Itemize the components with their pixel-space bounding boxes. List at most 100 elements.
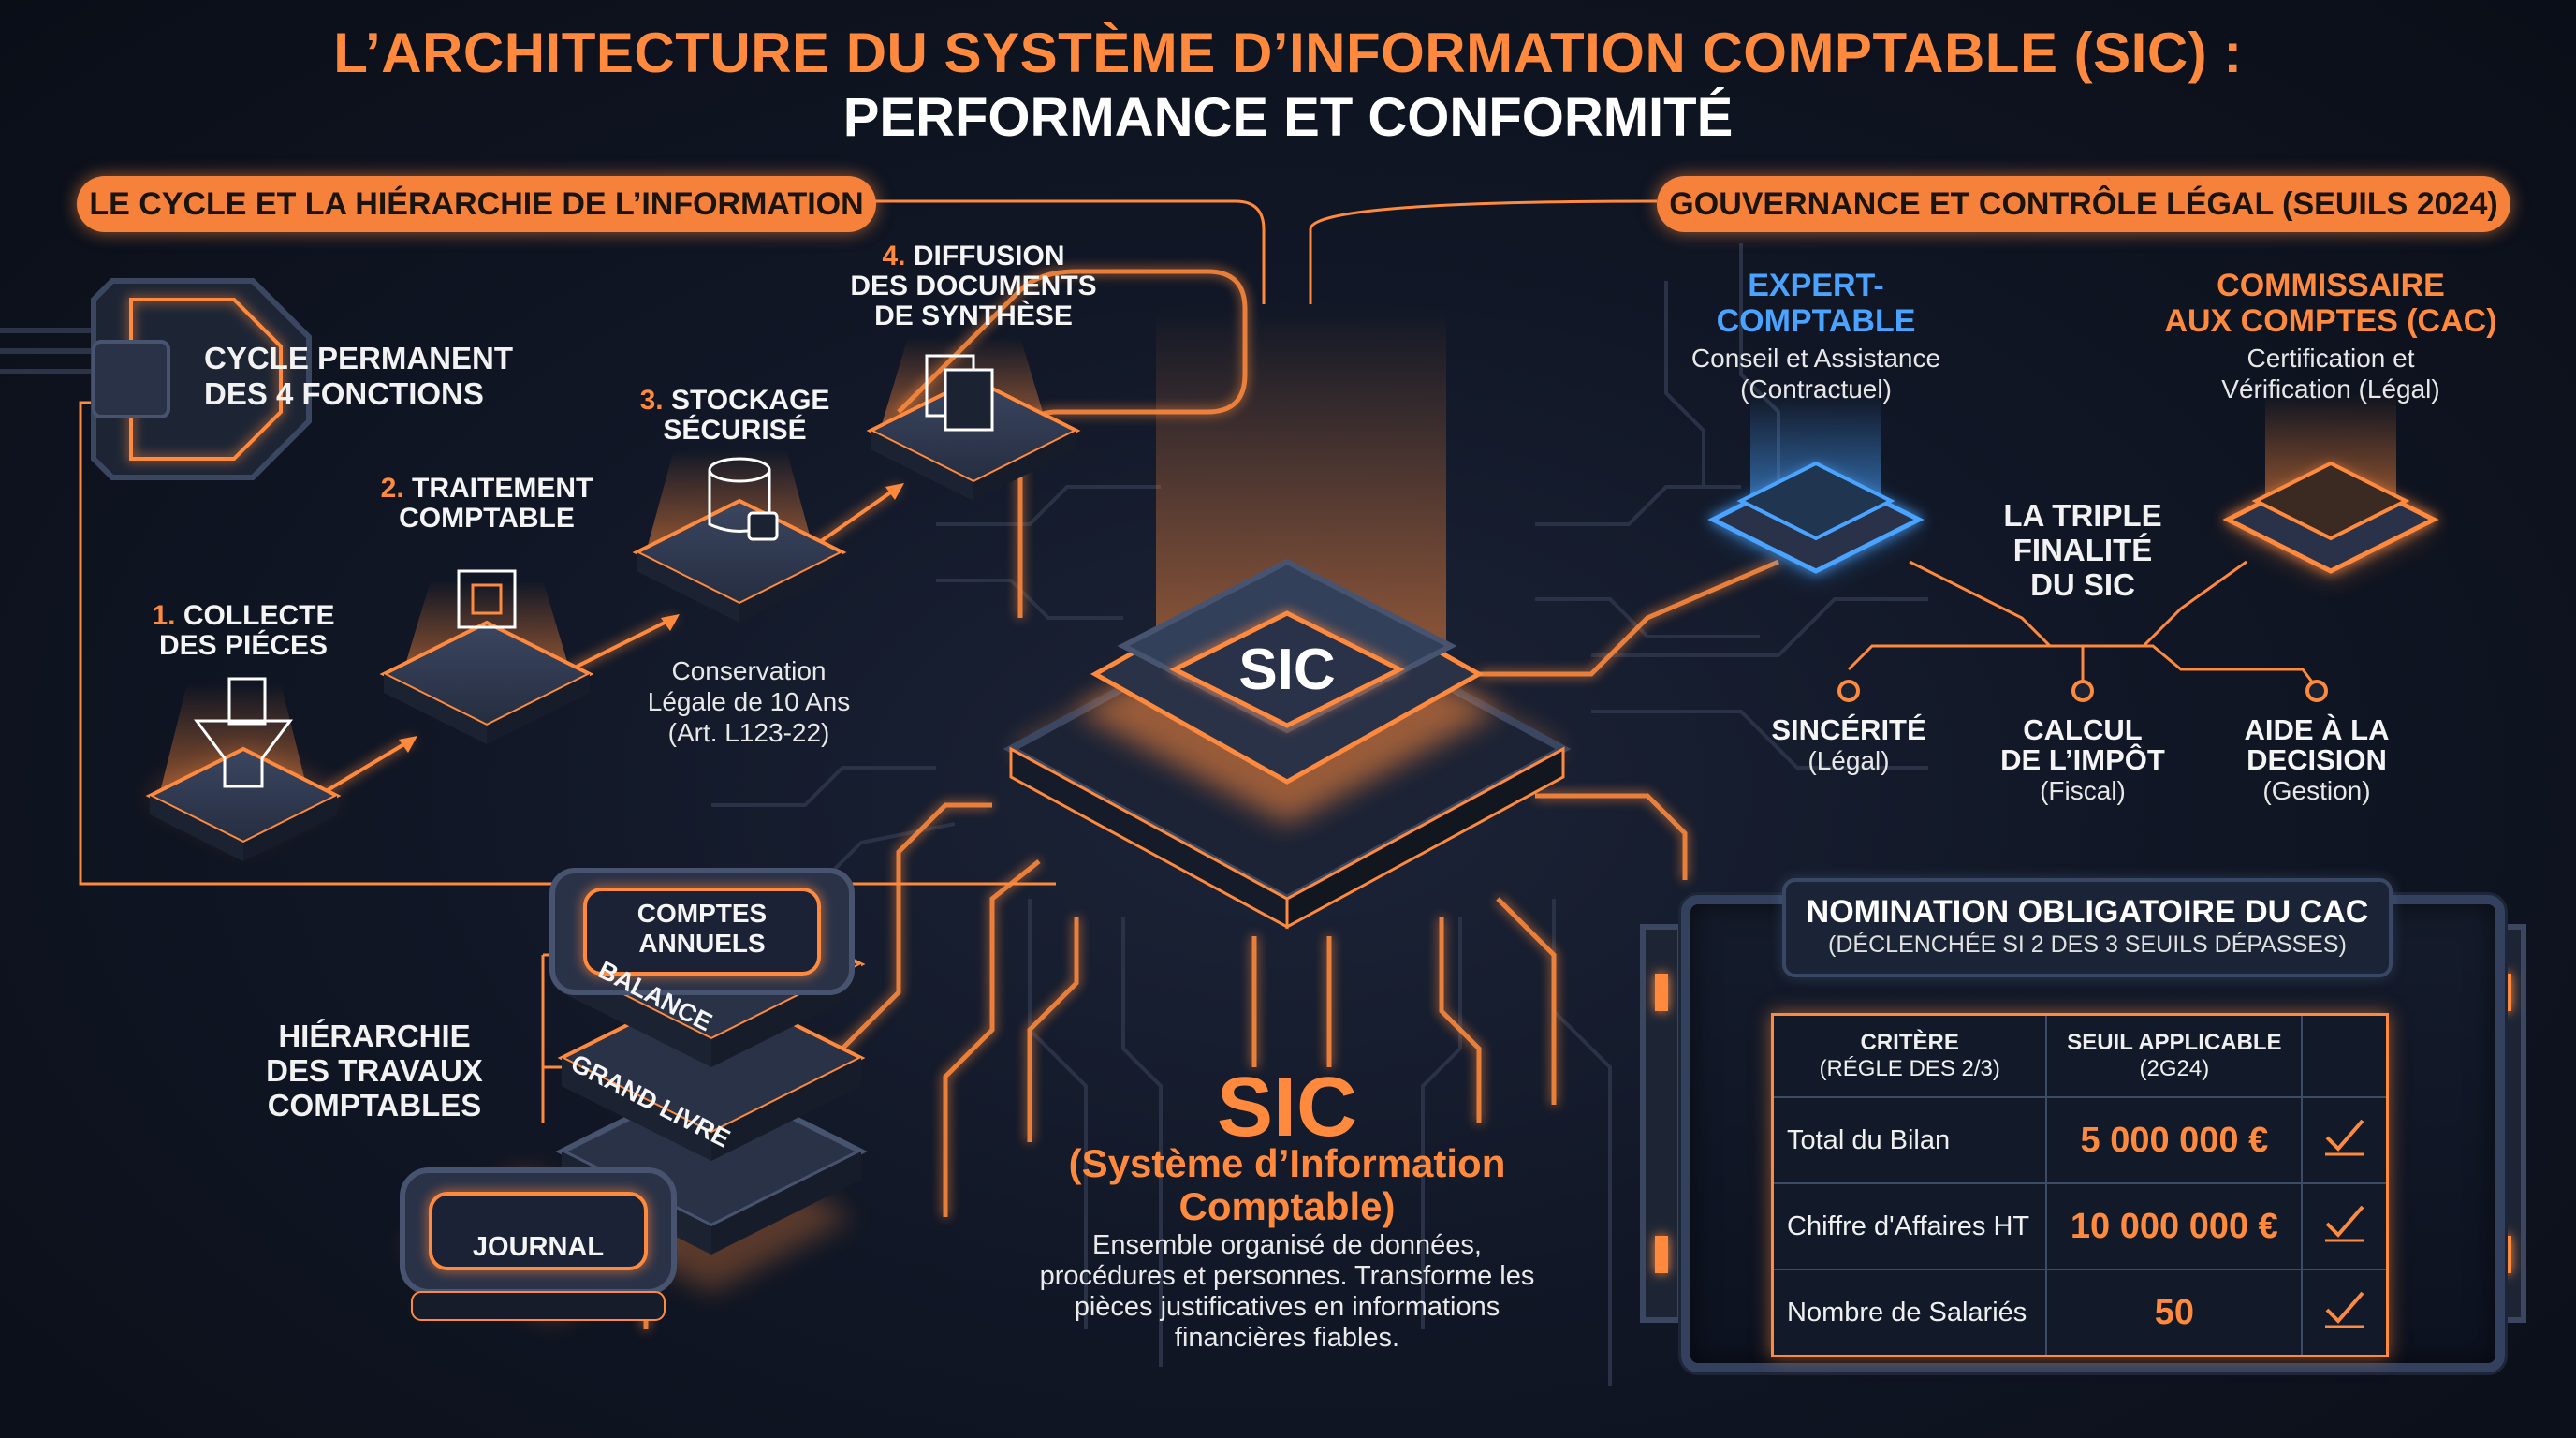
- cac-title: COMMISSAIRE AUX COMPTES (CAC): [2153, 268, 2509, 339]
- check-icon: [2301, 1182, 2389, 1270]
- cycle-label-line2: DES 4 FONCTIONS: [204, 376, 484, 411]
- finality-1-sub: (Légal): [1808, 746, 1890, 775]
- nomination-header: NOMINATION OBLIGATOIRE DU CAC (DÉCLENCHÉ…: [1782, 878, 2393, 977]
- chip-stockage-graphic: [632, 449, 847, 623]
- finality-aide-decision: AIDE À LA DECISION (Gestion): [2209, 715, 2424, 806]
- table-row: Chiffre d'Affaires HT 10 000 000 €: [1771, 1182, 2389, 1270]
- triple-line2: FINALITÉ: [2012, 533, 2153, 567]
- finality-sincerite: SINCÉRITÉ (Légal): [1741, 715, 1956, 776]
- expert-title-line2: COMPTABLE: [1716, 303, 1916, 339]
- chip-collecte-graphic: [145, 677, 342, 861]
- finality-3-sub: (Gestion): [2262, 776, 2371, 805]
- orange-traces: [643, 269, 1779, 1329]
- layer-comptes-annuels-line1: COMPTES: [637, 899, 768, 928]
- cycle-connector-graphic: [0, 278, 312, 480]
- step-traitement-label: 2. TRAITEMENT COMPTABLE: [365, 474, 608, 534]
- row-2-threshold: 10 000 000 €: [2045, 1182, 2304, 1270]
- step-3-number: 3.: [639, 385, 664, 416]
- step-3-line2: SÉCURISÉ: [663, 415, 807, 446]
- table-row: Nombre de Salariés 50: [1771, 1269, 2389, 1357]
- header-critere-line2: (RÉGLE DES 2/3): [1819, 1056, 2000, 1081]
- step-2-number: 2.: [380, 473, 404, 504]
- storage-note-line2: Légale de 10 Ans: [647, 687, 851, 716]
- hierarchy-label-line2: DES TRAVAUX: [266, 1053, 483, 1088]
- header-seuil: SEUIL APPLICABLE (2G24): [2045, 1013, 2304, 1098]
- cac-sub-line2: Vérification (Légal): [2221, 374, 2440, 404]
- hierarchy-stack-graphic: [400, 868, 868, 1321]
- table-row: Total du Bilan 5 000 000 €: [1771, 1096, 2389, 1184]
- nomination-title: NOMINATION OBLIGATOIRE DU CAC: [1806, 894, 2369, 930]
- title-line2: PERFORMANCE ET CONFORMITÉ: [842, 87, 1734, 148]
- row-2-criterion: Chiffre d'Affaires HT: [1771, 1182, 2048, 1270]
- storage-note-line1: Conservation: [671, 656, 827, 685]
- nomination-arch-graphic: [1640, 924, 2526, 1323]
- title-line1: L’ARCHITECTURE DU SYSTÈME D’INFORMATION …: [333, 22, 2243, 84]
- row-1-threshold: 5 000 000 €: [2045, 1096, 2304, 1184]
- expert-comptable-subtitle: Conseil et Assistance (Contractuel): [1647, 343, 1984, 404]
- check-icon: [2301, 1096, 2389, 1184]
- finality-2-title-line2: DE L’IMPÔT: [2000, 743, 2165, 776]
- finality-3-title-line1: AIDE À LA: [2244, 713, 2390, 746]
- step-1-line2: DES PIÉCES: [158, 630, 329, 661]
- sic-description: Ensemble organisé de données, procédures…: [1006, 1230, 1568, 1354]
- finality-calcul-impot: CALCUL DE L’IMPÔT (Fiscal): [1975, 715, 2190, 806]
- finality-3-title-line2: DECISION: [2247, 743, 2387, 776]
- finality-connector: [1847, 560, 2319, 689]
- sic-desc-line3: pièces justificatives en informations: [1074, 1292, 1500, 1322]
- layer-comptes-annuels: COMPTES ANNUELS: [599, 899, 805, 959]
- triple-finality-title: LA TRIPLE FINALITÉ DU SIC: [1975, 498, 2190, 602]
- sic-desc-line4: financières fiables.: [1174, 1323, 1400, 1353]
- step-stockage-label: 3. STOCKAGE SÉCURISÉ: [618, 386, 852, 446]
- row-1-criterion: Total du Bilan: [1771, 1096, 2048, 1184]
- layer-comptes-annuels-line2: ANNUELS: [638, 929, 766, 958]
- finality-dots: [1837, 680, 2328, 702]
- expert-sub-line1: Conseil et Assistance: [1690, 344, 1941, 373]
- chain-arrows: [399, 483, 904, 753]
- finality-2-sub: (Fiscal): [2040, 776, 2126, 805]
- cac-threshold-table: CRITÈRE (RÉGLE DES 2/3) SEUIL APPLICABLE…: [1771, 1013, 2389, 1357]
- left-section-banner: LE CYCLE ET LA HIÉRARCHIE DE L’INFORMATI…: [77, 176, 876, 232]
- header-seuil-line2: (2G24): [2139, 1056, 2210, 1081]
- sic-full-name: (Système d’Information Comptable): [1006, 1142, 1568, 1228]
- step-2-line1: TRAITEMENT: [412, 473, 593, 504]
- table-header-row: CRITÈRE (RÉGLE DES 2/3) SEUIL APPLICABLE…: [1771, 1013, 2389, 1098]
- cycle-label: CYCLE PERMANENT DES 4 FONCTIONS: [204, 341, 560, 412]
- step-4-line2: DES DOCUMENTS: [850, 271, 1097, 301]
- header-critere: CRITÈRE (RÉGLE DES 2/3): [1771, 1013, 2048, 1098]
- expert-sub-line2: (Contractuel): [1740, 374, 1892, 404]
- step-1-number: 1.: [152, 600, 176, 631]
- sic-full-name-line1: (Système d’Information: [1068, 1141, 1506, 1185]
- central-sic-chip: [1003, 309, 1572, 930]
- step-4-line1: DIFFUSION: [913, 241, 1065, 271]
- hierarchy-label-line3: COMPTABLES: [267, 1088, 482, 1123]
- step-1-line1: COLLECTE: [183, 600, 335, 631]
- layer-journal: JOURNAL: [472, 1232, 605, 1262]
- hierarchy-label: HIÉRARCHIE DES TRAVAUX COMPTABLES: [243, 1019, 505, 1123]
- nomination-subtitle: (DÉCLENCHÉE SI 2 DES 3 SEUILS DÉPASSES): [1828, 932, 2347, 958]
- sic-desc-line1: Ensemble organisé de données,: [1092, 1230, 1482, 1260]
- cycle-label-line1: CYCLE PERMANENT: [204, 341, 514, 375]
- step-3-line1: STOCKAGE: [670, 385, 830, 416]
- cac-chip-graphic: [2222, 393, 2439, 576]
- step-4-number: 4.: [882, 241, 906, 271]
- cac-title-line1: COMMISSAIRE: [2217, 268, 2445, 303]
- sic-big-label: SIC: [1216, 1061, 1358, 1154]
- finality-1-title: SINCÉRITÉ: [1771, 713, 1926, 746]
- triple-line1: LA TRIPLE: [2003, 498, 2162, 533]
- header-critere-line1: CRITÈRE: [1860, 1030, 1959, 1055]
- expert-chip-graphic: [1707, 393, 1925, 576]
- cac-subtitle: Certification et Vérification (Légal): [2162, 343, 2499, 404]
- step-2-line2: COMPTABLE: [399, 503, 575, 534]
- central-chip-label: SIC: [1238, 638, 1336, 702]
- chip-diffusion-graphic: [866, 337, 1081, 501]
- right-section-banner: GOUVERNANCE ET CONTRÔLE LÉGAL (SEUILS 20…: [1657, 176, 2510, 232]
- cac-title-line2: AUX COMPTES (CAC): [2164, 303, 2497, 339]
- hierarchy-label-line1: HIÉRARCHIE: [278, 1019, 471, 1053]
- step-4-line3: DE SYNTHÈSE: [874, 301, 1073, 331]
- finality-2-title-line1: CALCUL: [2023, 713, 2143, 746]
- step-diffusion-label: 4. DIFFUSION DES DOCUMENTS DE SYNTHÈSE: [842, 242, 1105, 331]
- check-icon: [2301, 1269, 2389, 1357]
- sic-desc-line2: procédures et personnes. Transforme les: [1039, 1261, 1535, 1291]
- expert-title-line1: EXPERT-: [1748, 268, 1884, 303]
- sic-full-name-line2: Comptable): [1178, 1184, 1396, 1228]
